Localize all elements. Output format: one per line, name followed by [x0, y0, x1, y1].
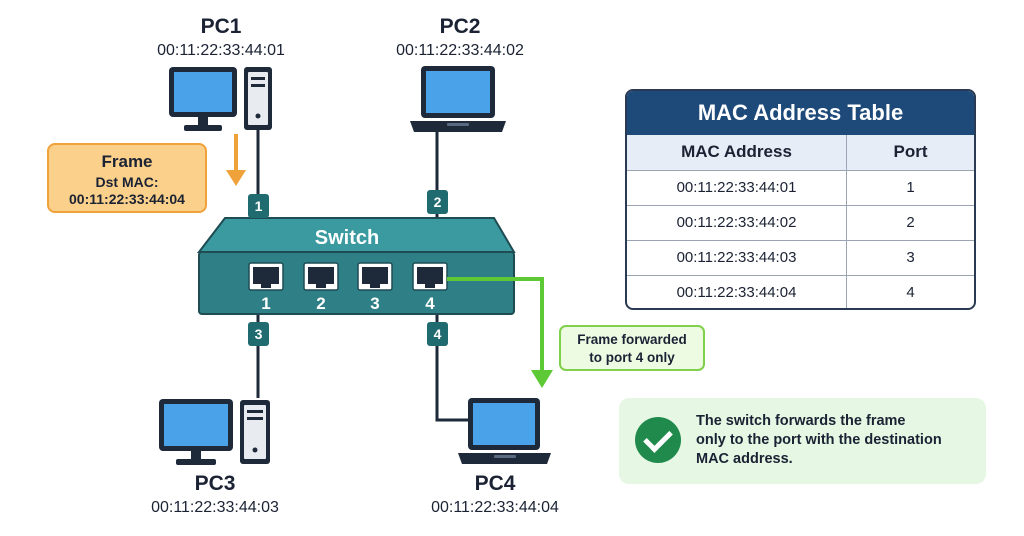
pc3-name: PC3	[195, 472, 236, 495]
frame-title: Frame	[101, 152, 153, 171]
mac-cell: 00:11:22:33:44:04	[627, 276, 847, 308]
table-row: 00:11:22:33:44:01 1	[627, 170, 974, 205]
summary-note: The switch forwards the frame only to th…	[619, 398, 986, 484]
forward-line-2: to port 4 only	[589, 350, 675, 365]
mac-cell: 00:11:22:33:44:03	[627, 241, 847, 275]
switch-port-label-4: 4	[425, 294, 435, 313]
pc4-mac: 00:11:22:33:44:04	[431, 499, 559, 516]
switch-port-4: 4	[412, 262, 448, 313]
switch-label: Switch	[315, 227, 379, 249]
mac-table-title: MAC Address Table	[627, 91, 974, 135]
port-cell: 4	[906, 284, 915, 301]
summary-line-3: MAC address.	[696, 451, 793, 467]
switch-port-3: 3	[357, 262, 393, 313]
pc2-laptop-icon	[410, 66, 506, 132]
summary-text: The switch forwards the frame only to th…	[696, 412, 981, 469]
mac-table-header-port: Port	[893, 142, 928, 161]
frame-dst-mac: 00:11:22:33:44:04	[69, 191, 185, 207]
frame-callout: Frame Dst MAC: 00:11:22:33:44:04	[47, 143, 207, 213]
forward-line-1: Frame forwarded	[577, 332, 687, 347]
table-row: 00:11:22:33:44:02 2	[627, 205, 974, 240]
link-badge-2: 2	[427, 190, 448, 214]
link-badge-label-3: 3	[255, 326, 263, 342]
summary-line-1: The switch forwards the frame	[696, 413, 906, 429]
link-badge-3: 3	[248, 322, 269, 346]
link-badge-4: 4	[427, 322, 448, 346]
link-badge-1: 1	[248, 194, 269, 218]
switch-port-label-3: 3	[370, 294, 379, 313]
mac-table-header-mac: MAC Address	[627, 135, 847, 170]
checkmark-icon	[635, 417, 681, 463]
port-cell: 1	[906, 179, 915, 196]
switch-port-2: 2	[303, 262, 339, 313]
mac-cell: 00:11:22:33:44:01	[627, 171, 847, 205]
switch-port-label-1: 1	[261, 294, 270, 313]
link-badge-label-4: 4	[434, 326, 442, 342]
pc4-name: PC4	[475, 472, 516, 495]
port-cell: 3	[906, 249, 915, 266]
pc1-name: PC1	[201, 15, 242, 38]
table-row: 00:11:22:33:44:03 3	[627, 240, 974, 275]
frame-arrow	[226, 134, 246, 186]
port-cell: 2	[906, 214, 915, 231]
pc3-desktop-icon	[159, 399, 270, 465]
pc1-desktop-icon	[169, 67, 272, 131]
link-badge-label-2: 2	[434, 194, 442, 210]
pc2-mac: 00:11:22:33:44:02	[396, 42, 524, 59]
mac-table-header-row: MAC Address Port	[627, 135, 974, 170]
pc3-mac: 00:11:22:33:44:03	[151, 499, 279, 516]
switch-port-label-2: 2	[316, 294, 325, 313]
switch-port-1: 1	[248, 262, 284, 313]
link-line-pc4	[435, 315, 468, 422]
table-row: 00:11:22:33:44:04 4	[627, 275, 974, 308]
pc1-mac: 00:11:22:33:44:01	[157, 42, 285, 59]
summary-line-2: only to the port with the destination	[696, 432, 942, 448]
switch-device: Switch 1 2 3 4	[196, 217, 516, 315]
frame-dst-label: Dst MAC:	[95, 174, 159, 190]
forward-callout: Frame forwarded to port 4 only	[559, 325, 705, 371]
mac-cell: 00:11:22:33:44:02	[627, 206, 847, 240]
mac-address-table: MAC Address Table MAC Address Port 00:11…	[625, 89, 976, 310]
forward-path-arrow	[447, 277, 553, 388]
link-badge-label-1: 1	[255, 198, 263, 214]
pc4-laptop-icon	[458, 398, 551, 464]
pc2-name: PC2	[440, 15, 481, 38]
